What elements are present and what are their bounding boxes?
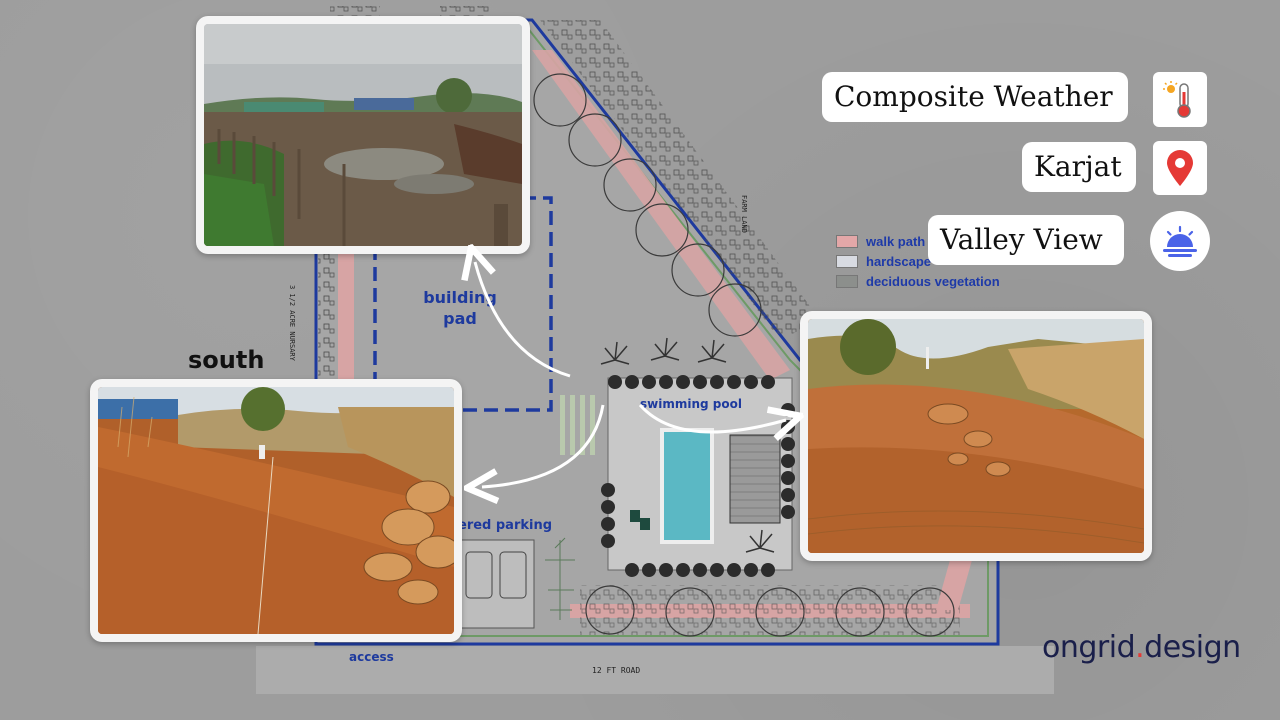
road-strip [256, 646, 1054, 694]
legend-item-hardscape: hardscape [836, 254, 931, 269]
swimming-pool-water [660, 428, 714, 544]
palm-clusters [600, 337, 775, 553]
lounger [640, 518, 650, 530]
photo-image [98, 387, 454, 634]
bottom-shrub-band [580, 585, 960, 635]
legend-swatch [836, 275, 858, 288]
diagonal-walk-path [532, 50, 790, 380]
tree-canopies [533, 73, 955, 637]
logo-suffix: design [1144, 630, 1241, 665]
left-walk-path [338, 250, 354, 380]
south-label: south [188, 346, 265, 374]
legend-label: deciduous vegetation [866, 274, 1000, 289]
location-pin-icon [1153, 141, 1207, 195]
sunrise-icon [1150, 211, 1210, 271]
legend-swatch [836, 255, 858, 268]
top-edge-shrubs [330, 6, 490, 18]
legend-label: walk path [866, 234, 926, 249]
building-pad-label: building pad [423, 288, 497, 328]
lounger [630, 510, 640, 522]
farm-land-label: FARM LAND [740, 195, 748, 233]
nursery-label: 3 1/2 ACRE NURSARY [288, 285, 296, 361]
photo-dry-scrub [808, 319, 1144, 553]
legend-item-walk-path: walk path [836, 234, 925, 249]
covered-parking-label: ered parking [458, 518, 553, 533]
photo-rocky-slope [98, 387, 454, 634]
site-photo-east [800, 311, 1152, 561]
parked-car [465, 551, 493, 599]
road-label: 12 FT ROAD [592, 666, 641, 675]
swimming-pool-label: swimming pool [640, 397, 742, 411]
left-shrub-band [318, 250, 336, 380]
legend-label: hardscape [866, 254, 932, 269]
thermometer-sun-icon [1153, 72, 1207, 127]
parking-tree [545, 537, 575, 620]
photo-waterlogged-plot [204, 24, 522, 246]
site-photo-south [90, 379, 462, 642]
logo-prefix: ongrid [1042, 630, 1136, 665]
site-photo-north [196, 16, 530, 254]
parked-car [499, 551, 527, 599]
covered-parking-bay [459, 539, 535, 629]
access-label: access [349, 650, 394, 664]
tag-karjat: Karjat [1022, 142, 1136, 192]
photo-image [808, 319, 1144, 553]
right-walk-path [936, 560, 972, 610]
tag-valley-view: Valley View [928, 215, 1124, 265]
pool-shrub-ring [601, 375, 795, 577]
logo-dot: . [1135, 630, 1145, 665]
photo-image [204, 24, 522, 246]
legend-item-deciduous-vegetation: deciduous vegetation [836, 274, 1000, 289]
pergola-seating [729, 434, 781, 524]
brand-logo: ongrid.design [1042, 630, 1241, 665]
legend-swatch [836, 235, 858, 248]
tag-composite-weather: Composite Weather [822, 72, 1128, 122]
diagonal-shrub-band [540, 20, 820, 340]
